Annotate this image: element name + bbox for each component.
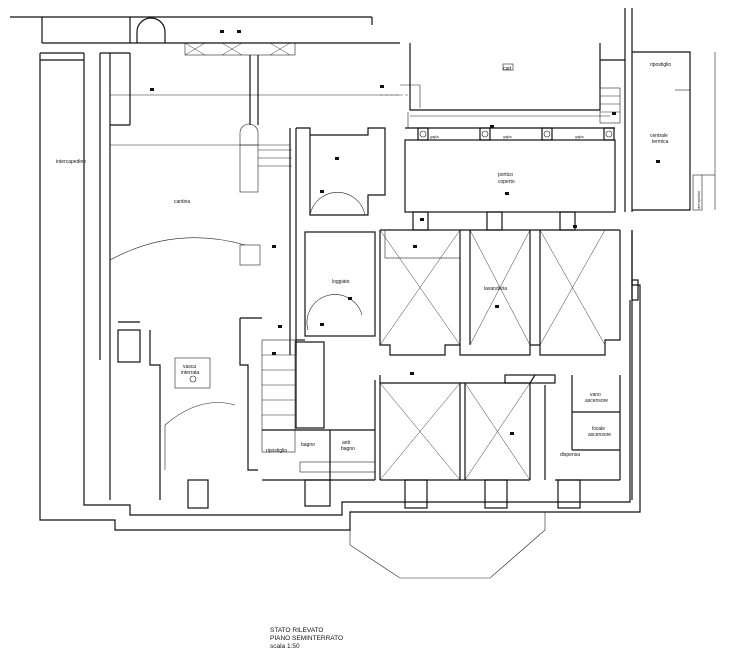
- top-boundary: [10, 16, 400, 56]
- label-intercapedine-tag: intercapedine: [697, 191, 701, 210]
- lavanderia-grid: [379, 229, 621, 481]
- right-rooms: [599, 8, 716, 500]
- label-griglia-3: griglia: [575, 135, 584, 139]
- label-intercapedine: intercapedine: [56, 159, 86, 165]
- portico-coperto: [404, 112, 616, 231]
- title-line2: PIANO SEMINTERRATO: [270, 635, 343, 642]
- label-portico-line1: portico: [498, 172, 513, 178]
- label-cad: cad: [503, 66, 511, 72]
- label-vasca-line2: interrata: [181, 370, 200, 376]
- outer-walls: [39, 52, 641, 531]
- label-griglia-2: griglia: [503, 135, 512, 139]
- label-dispensa: dispensa: [560, 452, 580, 458]
- label-antibagno-line1: anti: [342, 440, 350, 446]
- label-portico-line2: coperto: [498, 179, 515, 185]
- label-locale-ascensore-line1: locale: [592, 426, 605, 432]
- title-line1: STATO RILEVATO: [270, 627, 323, 634]
- title-line3: scala 1:50: [270, 643, 300, 650]
- central-rooms: [261, 127, 386, 481]
- label-ripostiglio: ripostiglio: [266, 448, 287, 454]
- label-vasca-line1: vasca: [183, 364, 196, 370]
- label-lavanderia: lavanderia: [484, 286, 507, 292]
- label-vano-ascensore-line1: vano: [590, 392, 601, 398]
- label-cantina: cantina: [174, 199, 190, 205]
- bay-projection: [349, 512, 546, 579]
- label-griglia-1: griglia: [430, 135, 439, 139]
- label-bagno: bagno: [301, 442, 315, 448]
- label-ripostiglio-nord: ripostiglio: [650, 62, 671, 68]
- label-antibagno-line2: bagno: [341, 446, 355, 452]
- buttresses: [187, 479, 581, 509]
- label-vano-ascensore-line2: ascensore: [585, 398, 608, 404]
- label-locale-ascensore-line2: ascensore: [588, 432, 611, 438]
- cantina-walls: [109, 55, 400, 500]
- courtyard: [380, 43, 601, 111]
- vasca-interrata: [164, 357, 236, 470]
- label-loggiato: loggiato: [332, 279, 350, 285]
- level-markers: [150, 30, 660, 435]
- label-centrale-line2: termica: [652, 139, 669, 145]
- label-centrale-line1: centrale: [650, 133, 668, 139]
